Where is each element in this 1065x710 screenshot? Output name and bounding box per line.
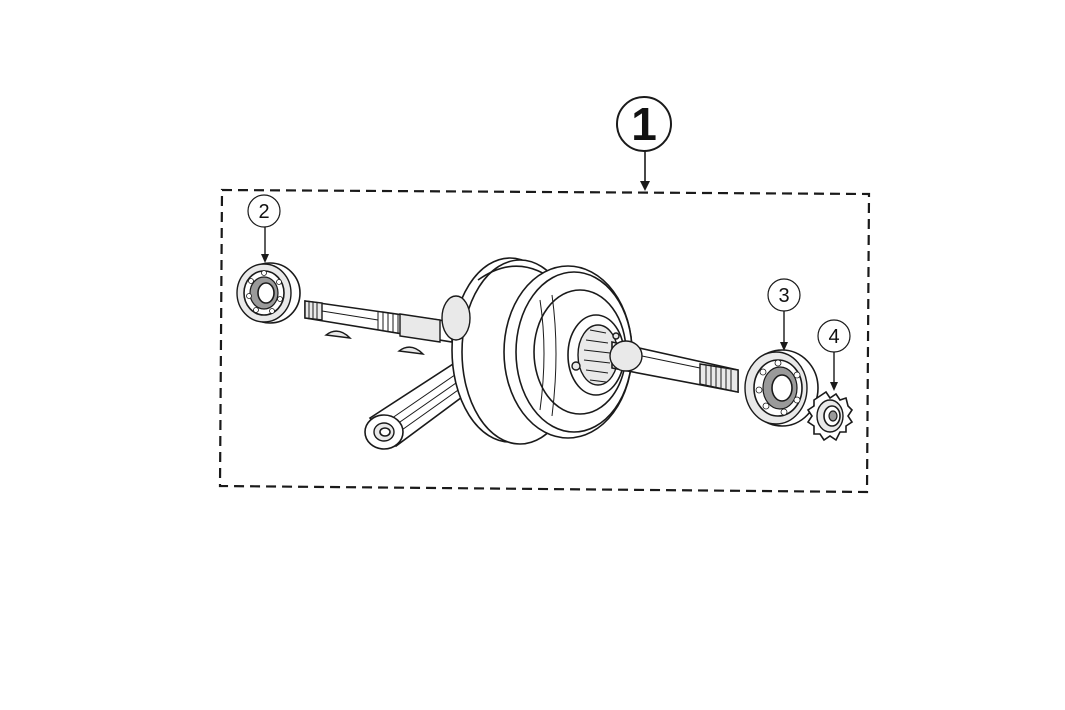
woodruff-key-icon	[324, 330, 425, 355]
sprocket-gear-icon	[806, 390, 854, 442]
callout-2-label: 2	[258, 201, 269, 223]
callout-4: 4	[817, 319, 851, 391]
callout-4-label: 4	[828, 326, 839, 348]
crankshaft-assembly-icon	[304, 257, 739, 450]
callout-1-label: 1	[631, 98, 657, 150]
ball-bearing-icon	[236, 262, 301, 324]
callout-3-label: 3	[778, 285, 789, 307]
ball-bearing-icon	[744, 349, 819, 427]
callout-2: 2	[247, 194, 281, 263]
assembly-boundary	[218, 188, 871, 494]
callout-3: 3	[767, 278, 801, 351]
callout-1: 1	[616, 96, 672, 191]
